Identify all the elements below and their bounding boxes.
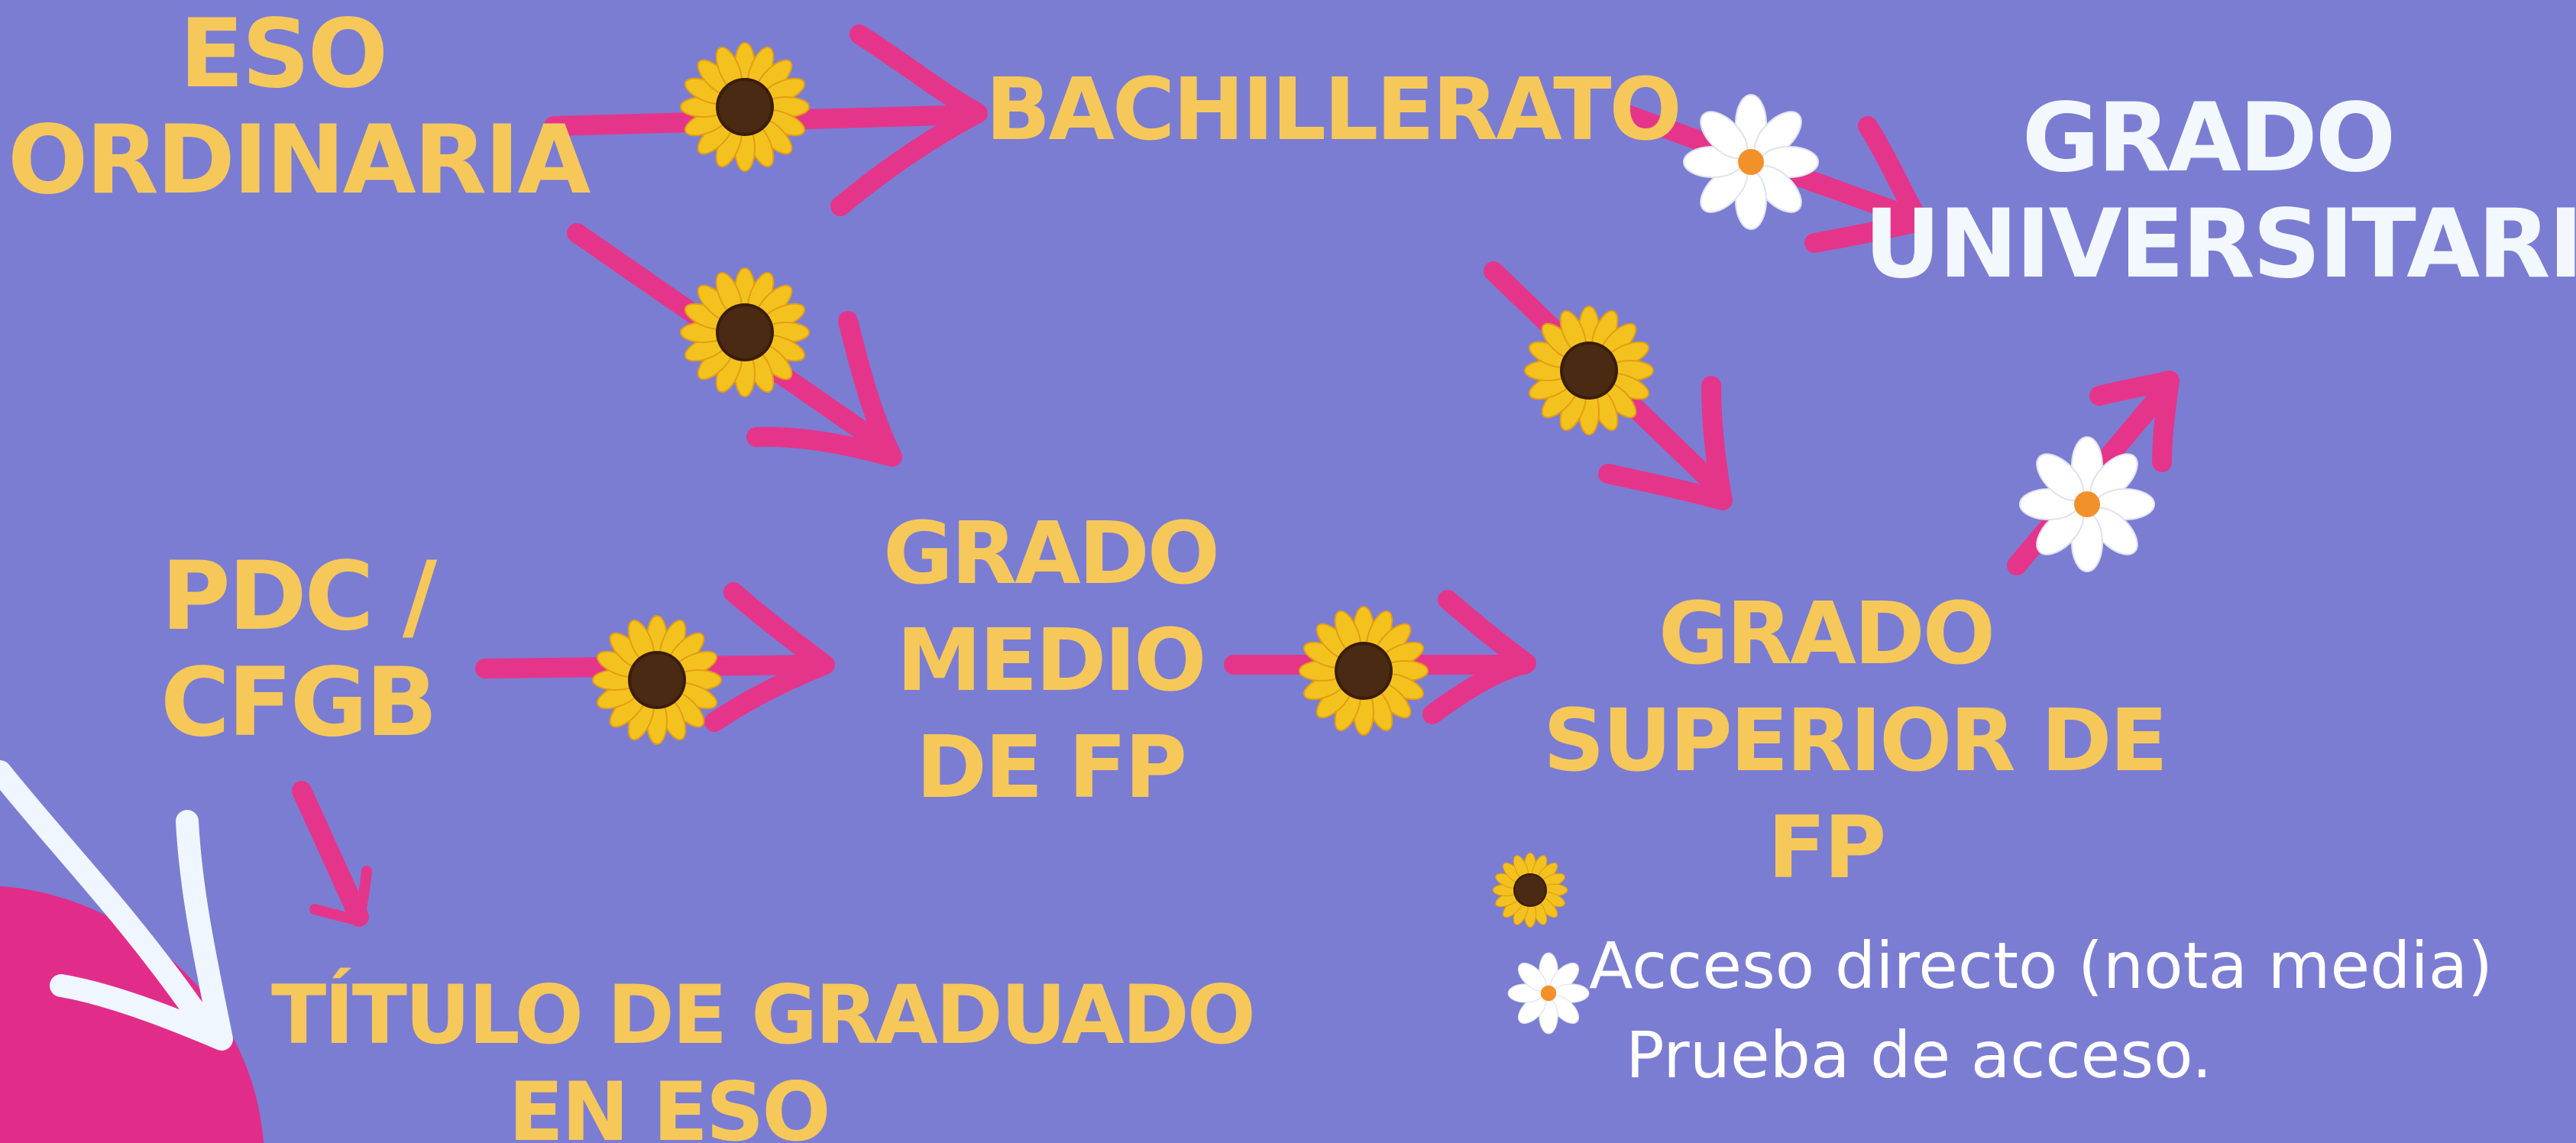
node-grado-medio-line: GRADO (882, 504, 1220, 604)
node-pdc-cfgb-line: CFGB (160, 647, 438, 758)
daisy-icon (2019, 436, 2155, 572)
sunflower-icon (1299, 606, 1429, 736)
node-grado-superior-line: GRADO (1658, 584, 1995, 684)
node-grado-medio-line: DE FP (915, 718, 1187, 818)
node-titulo-graduado: TÍTULO DE GRADUADO EN ESO (271, 967, 1256, 1143)
node-grado-superior: GRADO SUPERIOR DE FP (1543, 581, 2168, 902)
legend-sunflower-label: Acceso directo (nota media) (1589, 928, 2493, 1003)
node-grado-medio-line: MEDIO (896, 611, 1207, 711)
arrow-pdc-to-titulo (292, 781, 372, 927)
node-pdc-cfgb: PDC / CFGB (115, 544, 481, 756)
sunflower-icon (680, 267, 810, 397)
node-eso-ordinaria-line: ESO (179, 0, 388, 109)
node-grado-superior-line: SUPERIOR DE (1543, 691, 2168, 791)
daisy-icon (1683, 94, 1819, 230)
node-bachillerato: BACHILLERATO (985, 60, 1682, 160)
legend-daisy-label: Prueba de acceso. (1626, 1018, 2212, 1093)
node-grado-universitario-line: GRADO (2021, 83, 2396, 193)
node-grado-universitario-line: UNIVERSITARIO (1864, 189, 2576, 300)
node-titulo-graduado-line: TÍTULO DE GRADUADO (271, 968, 1256, 1062)
legend-daisy-icon (1507, 952, 1590, 1035)
node-grado-superior-line: FP (1767, 798, 1887, 898)
node-eso-ordinaria: ESO ORDINARIA (8, 0, 591, 215)
node-eso-ordinaria-line: ORDINARIA (8, 105, 591, 215)
node-grado-universitario: GRADO UNIVERSITARIO (1864, 83, 2576, 300)
sunflower-icon (680, 42, 810, 172)
node-titulo-graduado-line: EN ESO (508, 1065, 831, 1143)
node-grado-medio: GRADO MEDIO DE FP (859, 500, 1241, 821)
sunflower-icon (592, 615, 722, 745)
big-curved-arrow (0, 760, 233, 1051)
node-bachillerato-line: BACHILLERATO (985, 60, 1682, 160)
sunflower-icon (1524, 306, 1654, 436)
node-pdc-cfgb-line: PDC / (160, 542, 437, 652)
